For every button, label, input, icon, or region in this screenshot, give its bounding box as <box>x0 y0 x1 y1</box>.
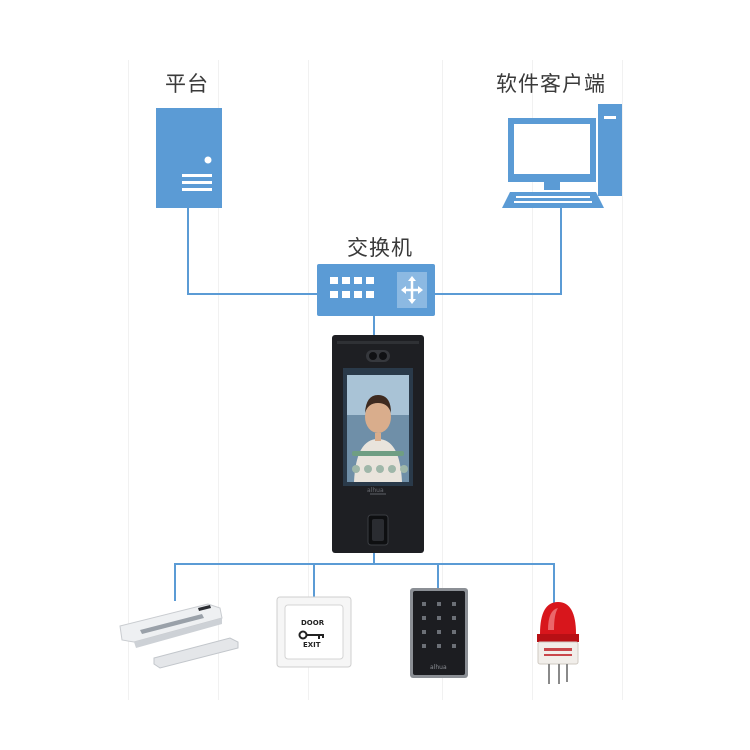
card-reader-icon <box>410 588 468 678</box>
platform-switch-wire <box>187 293 319 295</box>
magnetic-lock-icon <box>119 603 239 669</box>
client-software-label: 软件客户端 <box>496 72 606 96</box>
face-recognition-terminal-icon <box>332 335 424 553</box>
grid-line <box>128 60 129 700</box>
switch-terminal-wire <box>373 314 375 337</box>
switch-label: 交换机 <box>347 236 413 260</box>
platform-wire <box>187 207 189 295</box>
server-icon <box>156 108 222 208</box>
alarm-beacon-icon <box>537 602 579 684</box>
terminal-brand: alhua <box>367 487 384 494</box>
grid-line <box>308 60 309 700</box>
network-switch-icon <box>317 264 435 316</box>
exit-button-line2: EXIT <box>303 641 321 649</box>
client-switch-wire <box>432 293 562 295</box>
bus-drop-4 <box>553 563 555 603</box>
bus-drop-1 <box>174 563 176 601</box>
exit-button-line1: DOOR <box>301 619 325 627</box>
terminal-bus-wire <box>373 552 375 564</box>
client-wire <box>560 207 562 295</box>
bus-drop-3 <box>437 563 439 590</box>
peripheral-bus-wire <box>174 563 554 565</box>
bus-drop-2 <box>313 563 315 598</box>
grid-line <box>218 60 219 700</box>
grid-line <box>442 60 443 700</box>
desktop-computer-icon <box>502 104 622 208</box>
exit-button-icon <box>276 596 352 668</box>
grid-line <box>532 60 533 700</box>
grid-line <box>622 60 623 700</box>
card-reader-brand: alhua <box>430 664 447 671</box>
platform-label: 平台 <box>165 72 209 96</box>
